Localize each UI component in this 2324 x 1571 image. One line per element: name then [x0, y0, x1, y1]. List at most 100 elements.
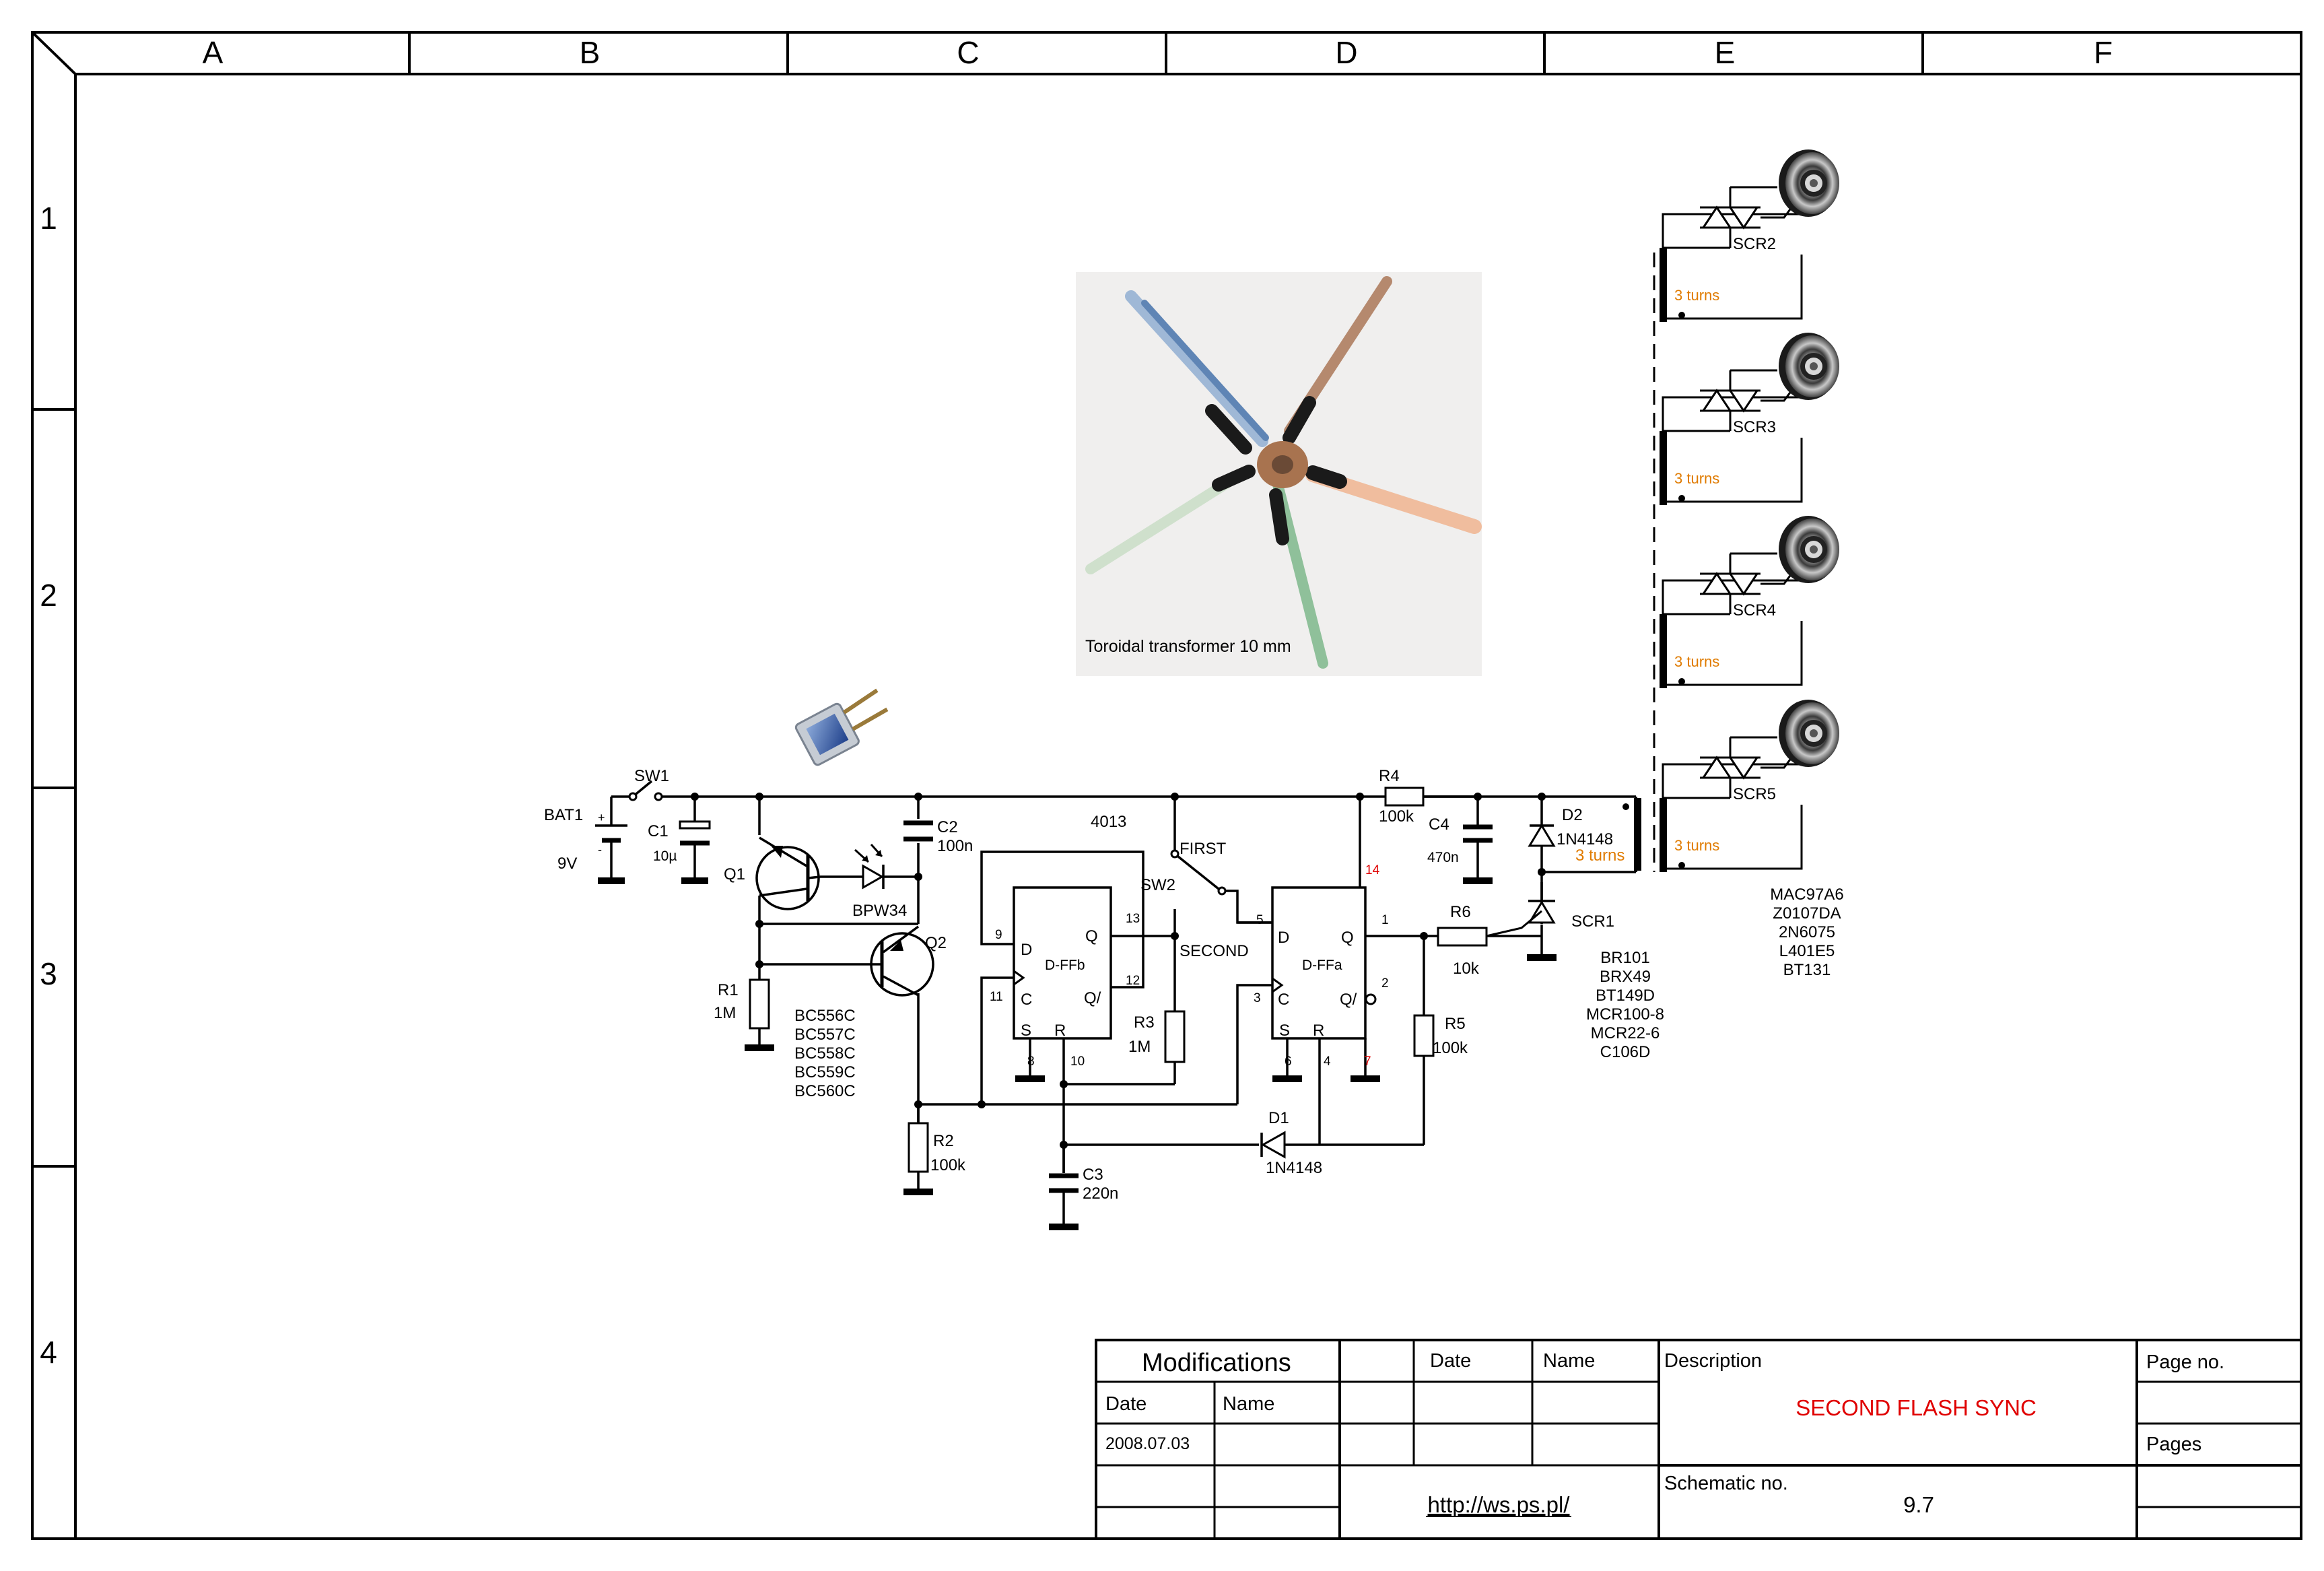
capacitor-c4: C4 470n — [1427, 815, 1493, 884]
toroid-photo: Toroidal transformer 10 mm — [1076, 272, 1482, 676]
d1-value: 1N4148 — [1266, 1159, 1322, 1177]
r3-ref: R3 — [1134, 1013, 1155, 1032]
transistor-type-2: BC557C — [794, 1026, 856, 1044]
dffb-pin-qn: Q/ — [1084, 989, 1101, 1007]
title-block: Modifications Date Name 2008.07.03 Date … — [1095, 1339, 2302, 1540]
dffa-num-s: 6 — [1285, 1055, 1292, 1069]
r4-value: 100k — [1379, 807, 1414, 826]
triac-channel: SCR5 3 turns — [1660, 700, 1839, 872]
scr1-type-6: C106D — [1600, 1043, 1651, 1061]
secondary-winding — [1660, 798, 1667, 872]
resistor-r6: R6 10k — [1437, 903, 1488, 978]
dffa-pin-c: C — [1278, 991, 1289, 1009]
primary-turns: 3 turns — [1575, 846, 1625, 865]
secondary-turns: 3 turns — [1674, 837, 1719, 854]
dffa-num-r: 4 — [1324, 1055, 1331, 1069]
page-no-label: Page no. — [2146, 1351, 2224, 1373]
row-labels: 1 2 3 4 — [40, 201, 57, 1370]
row-label-4: 4 — [40, 1335, 57, 1370]
dffb-num-q: 13 — [1126, 912, 1140, 926]
battery-bat1: + - BAT1 9V — [544, 806, 627, 884]
dffb-pin-s: S — [1021, 1022, 1031, 1040]
dffa-pin-d: D — [1278, 929, 1289, 947]
dffb-num-s: 8 — [1027, 1055, 1035, 1069]
diode-d2: D2 1N4148 — [1528, 806, 1613, 848]
scr1-types: BR101 BRX49 BT149D MCR100-8 MCR22-6 C106… — [1586, 949, 1664, 1061]
resistor-r1: R1 1M — [714, 978, 774, 1051]
scr1-type-1: BR101 — [1600, 949, 1649, 967]
c1-ref: C1 — [648, 822, 669, 840]
r5-ref: R5 — [1445, 1015, 1466, 1033]
wires — [610, 795, 1637, 1191]
secondary-winding — [1660, 248, 1667, 322]
transistor-type-1: BC556C — [794, 1007, 856, 1025]
c2-ref: C2 — [937, 818, 958, 836]
triac-type-2: Z0107DA — [1773, 904, 1841, 923]
r5-value: 100k — [1433, 1039, 1468, 1057]
c4-value: 470n — [1427, 850, 1459, 865]
dffb-pin-r: R — [1054, 1022, 1066, 1040]
c1-value: 10µ — [653, 848, 677, 864]
flash-unit-icon — [1779, 516, 1839, 583]
dffb-num-c: 11 — [990, 990, 1003, 1004]
triac-ref: SCR5 — [1733, 785, 1776, 803]
name-label: Name — [1543, 1350, 1595, 1372]
column-label-c: C — [957, 35, 979, 70]
mod-date-label: Date — [1105, 1393, 1147, 1415]
r6-ref: R6 — [1450, 903, 1471, 921]
r3-value: 1M — [1128, 1038, 1151, 1056]
dffa-pin-q: Q — [1341, 929, 1354, 947]
q1-ref: Q1 — [724, 865, 745, 883]
bat1-ref: BAT1 — [544, 806, 583, 824]
drawing-frame — [31, 31, 2302, 1540]
photodiode-photo — [794, 688, 889, 766]
dffa-name: D-FFa — [1302, 958, 1342, 973]
r1-ref: R1 — [718, 981, 739, 999]
mod-date-value: 2008.07.03 — [1105, 1434, 1190, 1453]
resistor-r2: R2 100k — [903, 1122, 966, 1195]
q2-ref: Q2 — [925, 934, 947, 952]
d2-value: 1N4148 — [1557, 830, 1613, 848]
switch-sw1: SW1 — [628, 767, 669, 801]
switch-sw2: SW2 FIRST SECOND — [1140, 840, 1249, 960]
triac-channel: SCR2 3 turns — [1660, 149, 1839, 322]
dffa-pin-r: R — [1313, 1022, 1324, 1040]
scr1-ref: SCR1 — [1571, 912, 1614, 931]
url-link[interactable]: http://ws.ps.pl/ — [1428, 1492, 1571, 1517]
triac-ref: SCR2 — [1733, 235, 1776, 253]
triac-type-3: 2N6075 — [1779, 923, 1835, 941]
resistor-r5: R5 100k — [1413, 1014, 1468, 1057]
secondary-winding — [1660, 614, 1667, 688]
dffb-num-d: 9 — [995, 928, 1002, 942]
transistor-q2: Q2 — [759, 925, 947, 997]
column-label-e: E — [1715, 35, 1736, 70]
transistor-type-3: BC558C — [794, 1044, 856, 1063]
r4-ref: R4 — [1379, 767, 1400, 785]
flip-flop-dffa: D-FFa D C Q Q/ S R 5 3 1 2 6 4 14 7 — [1254, 863, 1389, 1082]
junction-dots — [691, 793, 1546, 1149]
c3-ref: C3 — [1083, 1166, 1103, 1184]
row-label-3: 3 — [40, 956, 57, 991]
description-label: Description — [1664, 1350, 1762, 1372]
d1-ref: D1 — [1268, 1109, 1289, 1127]
dffa-num-vdd: 14 — [1365, 863, 1380, 877]
secondary-turns: 3 turns — [1674, 653, 1719, 670]
flip-flop-dffb: D-FFb D C Q Q/ S R 9 11 13 12 8 10 — [990, 886, 1140, 1082]
row-label-1: 1 — [40, 201, 57, 236]
scr1-type-2: BRX49 — [1600, 968, 1651, 986]
capacitor-c3: C3 220n — [1049, 1166, 1118, 1230]
c3-value: 220n — [1083, 1184, 1118, 1203]
resistor-r3: R3 1M — [1128, 1010, 1186, 1063]
description-value: SECOND FLASH SYNC — [1796, 1395, 2037, 1420]
secondary-turns: 3 turns — [1674, 287, 1719, 304]
dffa-num-c: 3 — [1254, 991, 1261, 1005]
blue-wire — [1125, 290, 1268, 447]
c4-ref: C4 — [1429, 815, 1449, 834]
sw1-ref: SW1 — [634, 767, 669, 785]
flash-unit-icon — [1779, 149, 1839, 217]
dffa-pin-qn: Q/ — [1340, 991, 1357, 1009]
